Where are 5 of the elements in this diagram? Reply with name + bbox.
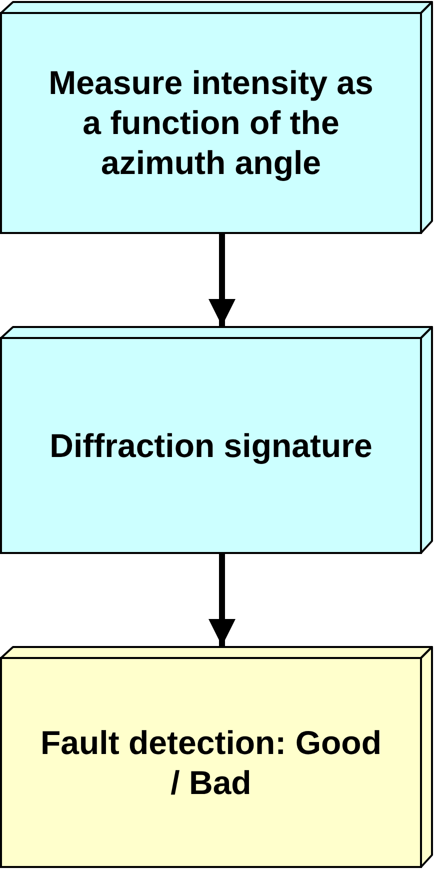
arrow	[208, 554, 236, 646]
box-text: Measure intensity as a function of the azimuth angle	[48, 63, 374, 183]
arrow	[208, 234, 236, 326]
box-text: Diffraction signature	[48, 426, 374, 466]
box-text: Fault detection: Good / Bad	[40, 722, 382, 802]
